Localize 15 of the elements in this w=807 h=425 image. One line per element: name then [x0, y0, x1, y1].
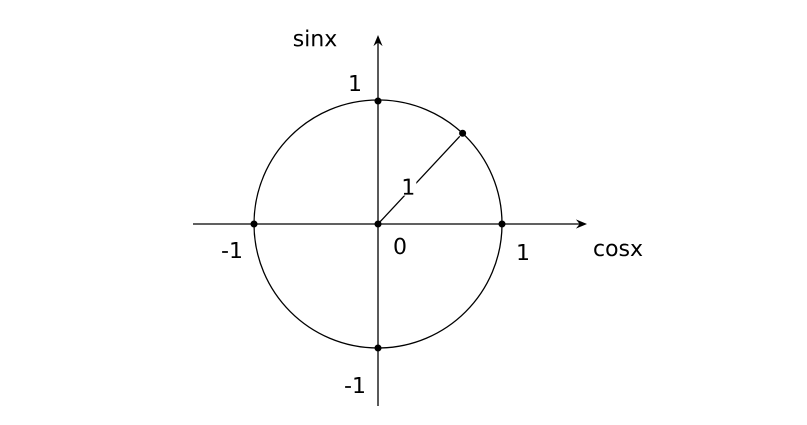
axis-label: -1: [222, 242, 241, 258]
axis-label: 1: [518, 244, 528, 260]
point-dot: [498, 220, 506, 228]
radius-line: [378, 136, 460, 224]
point-dot: [459, 130, 466, 137]
axis-label: -1: [345, 376, 364, 393]
axis-label: 1: [350, 74, 360, 92]
point-dot: [374, 344, 382, 352]
axis-label: 0: [394, 238, 406, 254]
axis-label: sinx: [294, 29, 337, 47]
edge-label: 1: [404, 178, 414, 195]
point-dot: [374, 98, 382, 104]
point-dot: [250, 220, 258, 228]
axis-label: cosx: [594, 244, 642, 256]
point-dot: [374, 220, 382, 228]
